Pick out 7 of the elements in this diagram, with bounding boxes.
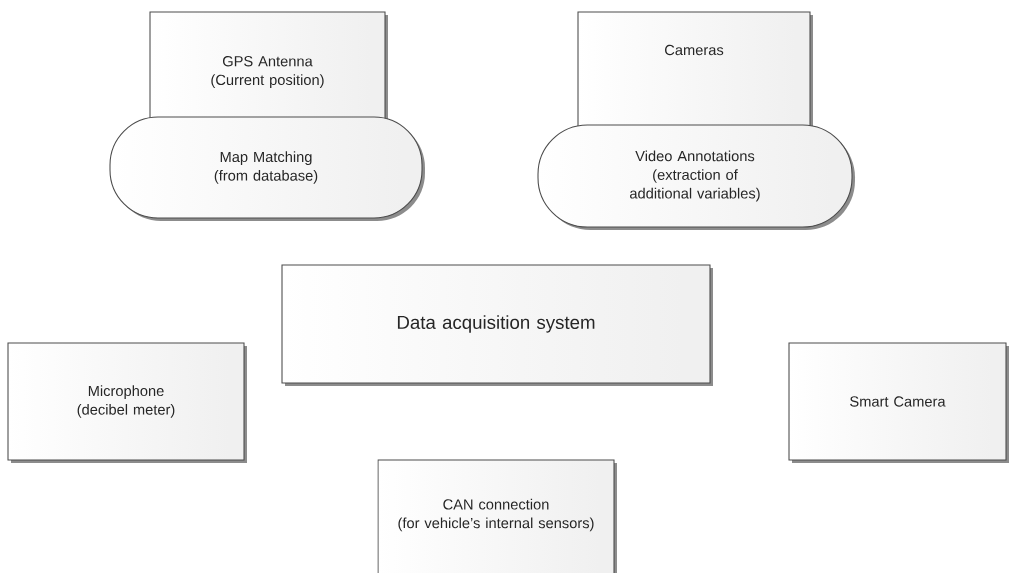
sensor-box: Smart Camera xyxy=(788,342,1009,463)
sensor-box: CAN connection (for vehicle’s internal sensors) xyxy=(377,459,617,573)
process-box: Video Annotations (extraction of additional variables) xyxy=(537,124,855,230)
sensor-box: Microphone (decibel meter) xyxy=(7,342,247,463)
system-box: Data acquisition system xyxy=(281,264,713,386)
process-box: Map Matching (from database) xyxy=(109,116,425,221)
sensor-box: Cameras xyxy=(577,11,813,131)
